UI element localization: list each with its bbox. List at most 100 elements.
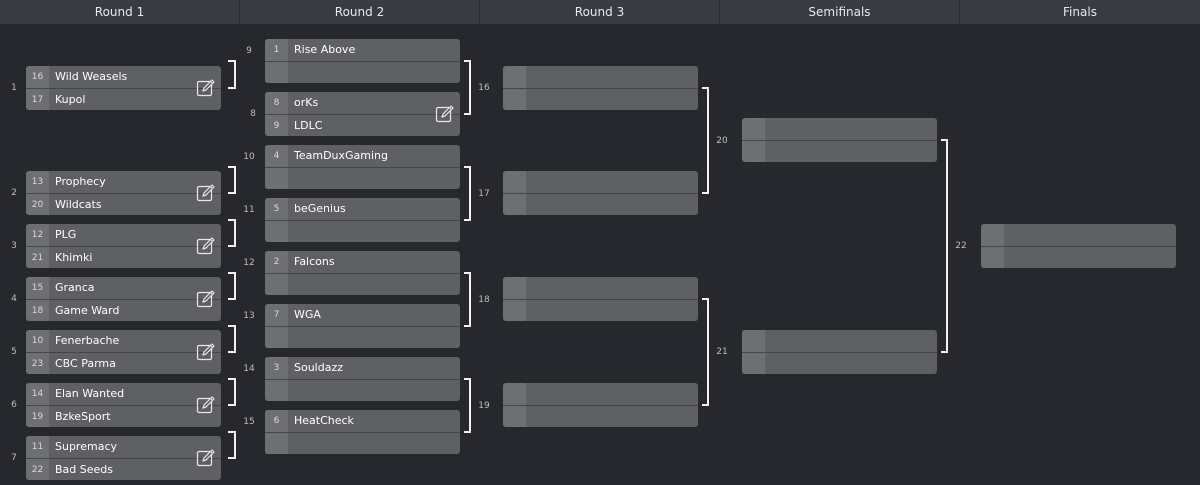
team-slot[interactable] [742, 330, 937, 352]
team-slot[interactable] [503, 277, 698, 299]
match-18[interactable] [503, 277, 698, 321]
team-seed [503, 300, 526, 321]
match-20[interactable] [742, 118, 937, 162]
team-seed: 19 [26, 406, 49, 427]
match-number: 6 [11, 400, 17, 410]
match-19[interactable] [503, 383, 698, 427]
match-number: 17 [478, 188, 490, 199]
team-slot[interactable] [503, 171, 698, 193]
match-21[interactable] [742, 330, 937, 374]
team-seed: 13 [26, 171, 49, 193]
team-name: beGenius [294, 202, 346, 215]
team-name: HeatCheck [294, 414, 354, 427]
pencil-edit-icon[interactable] [196, 395, 216, 415]
team-slot[interactable] [265, 61, 460, 83]
match-number: 4 [11, 294, 17, 304]
team-slot[interactable]: 19 BzkeSport [26, 405, 221, 427]
team-seed: 2 [265, 251, 288, 273]
team-slot[interactable] [981, 246, 1176, 268]
team-slot[interactable] [742, 140, 937, 162]
team-name: LDLC [294, 119, 323, 132]
pencil-edit-icon[interactable] [196, 289, 216, 309]
team-slot[interactable]: 23 CBC Parma [26, 352, 221, 374]
match-15[interactable]: 6 HeatCheck [265, 410, 460, 454]
team-seed [503, 66, 526, 88]
match-22[interactable] [981, 224, 1176, 268]
team-slot[interactable] [503, 66, 698, 88]
match-16[interactable] [503, 66, 698, 110]
team-seed: 6 [265, 410, 288, 432]
team-name: BzkeSport [55, 410, 111, 423]
team-slot[interactable] [503, 405, 698, 427]
pencil-edit-icon[interactable] [196, 183, 216, 203]
team-slot[interactable] [503, 193, 698, 215]
team-slot[interactable] [742, 118, 937, 140]
team-seed [742, 118, 765, 140]
team-seed: 20 [26, 194, 49, 215]
team-seed: 8 [265, 92, 288, 114]
team-slot[interactable] [503, 383, 698, 405]
pencil-edit-icon[interactable] [435, 104, 455, 124]
match-17[interactable] [503, 171, 698, 215]
team-slot[interactable] [742, 352, 937, 374]
team-slot[interactable] [265, 432, 460, 454]
pencil-edit-icon[interactable] [196, 448, 216, 468]
team-slot[interactable] [265, 220, 460, 242]
join-line [702, 298, 709, 406]
team-seed [742, 330, 765, 352]
team-seed: 23 [26, 353, 49, 374]
match-number: 16 [478, 82, 490, 93]
pencil-edit-icon[interactable] [196, 342, 216, 362]
team-slot[interactable] [265, 379, 460, 401]
team-name: Kupol [55, 93, 86, 106]
team-slot[interactable] [265, 273, 460, 295]
team-seed [503, 383, 526, 405]
team-slot[interactable] [265, 167, 460, 189]
team-slot[interactable]: 6 HeatCheck [265, 410, 460, 432]
join-line [702, 87, 709, 194]
pencil-edit-icon[interactable] [196, 78, 216, 98]
team-slot[interactable] [503, 299, 698, 321]
team-slot[interactable] [503, 88, 698, 110]
team-slot[interactable] [981, 224, 1176, 246]
team-name: CBC Parma [55, 357, 116, 370]
match-number: 12 [243, 258, 255, 268]
connector-line [228, 166, 236, 194]
team-slot[interactable] [265, 326, 460, 348]
pencil-edit-icon[interactable] [196, 236, 216, 256]
